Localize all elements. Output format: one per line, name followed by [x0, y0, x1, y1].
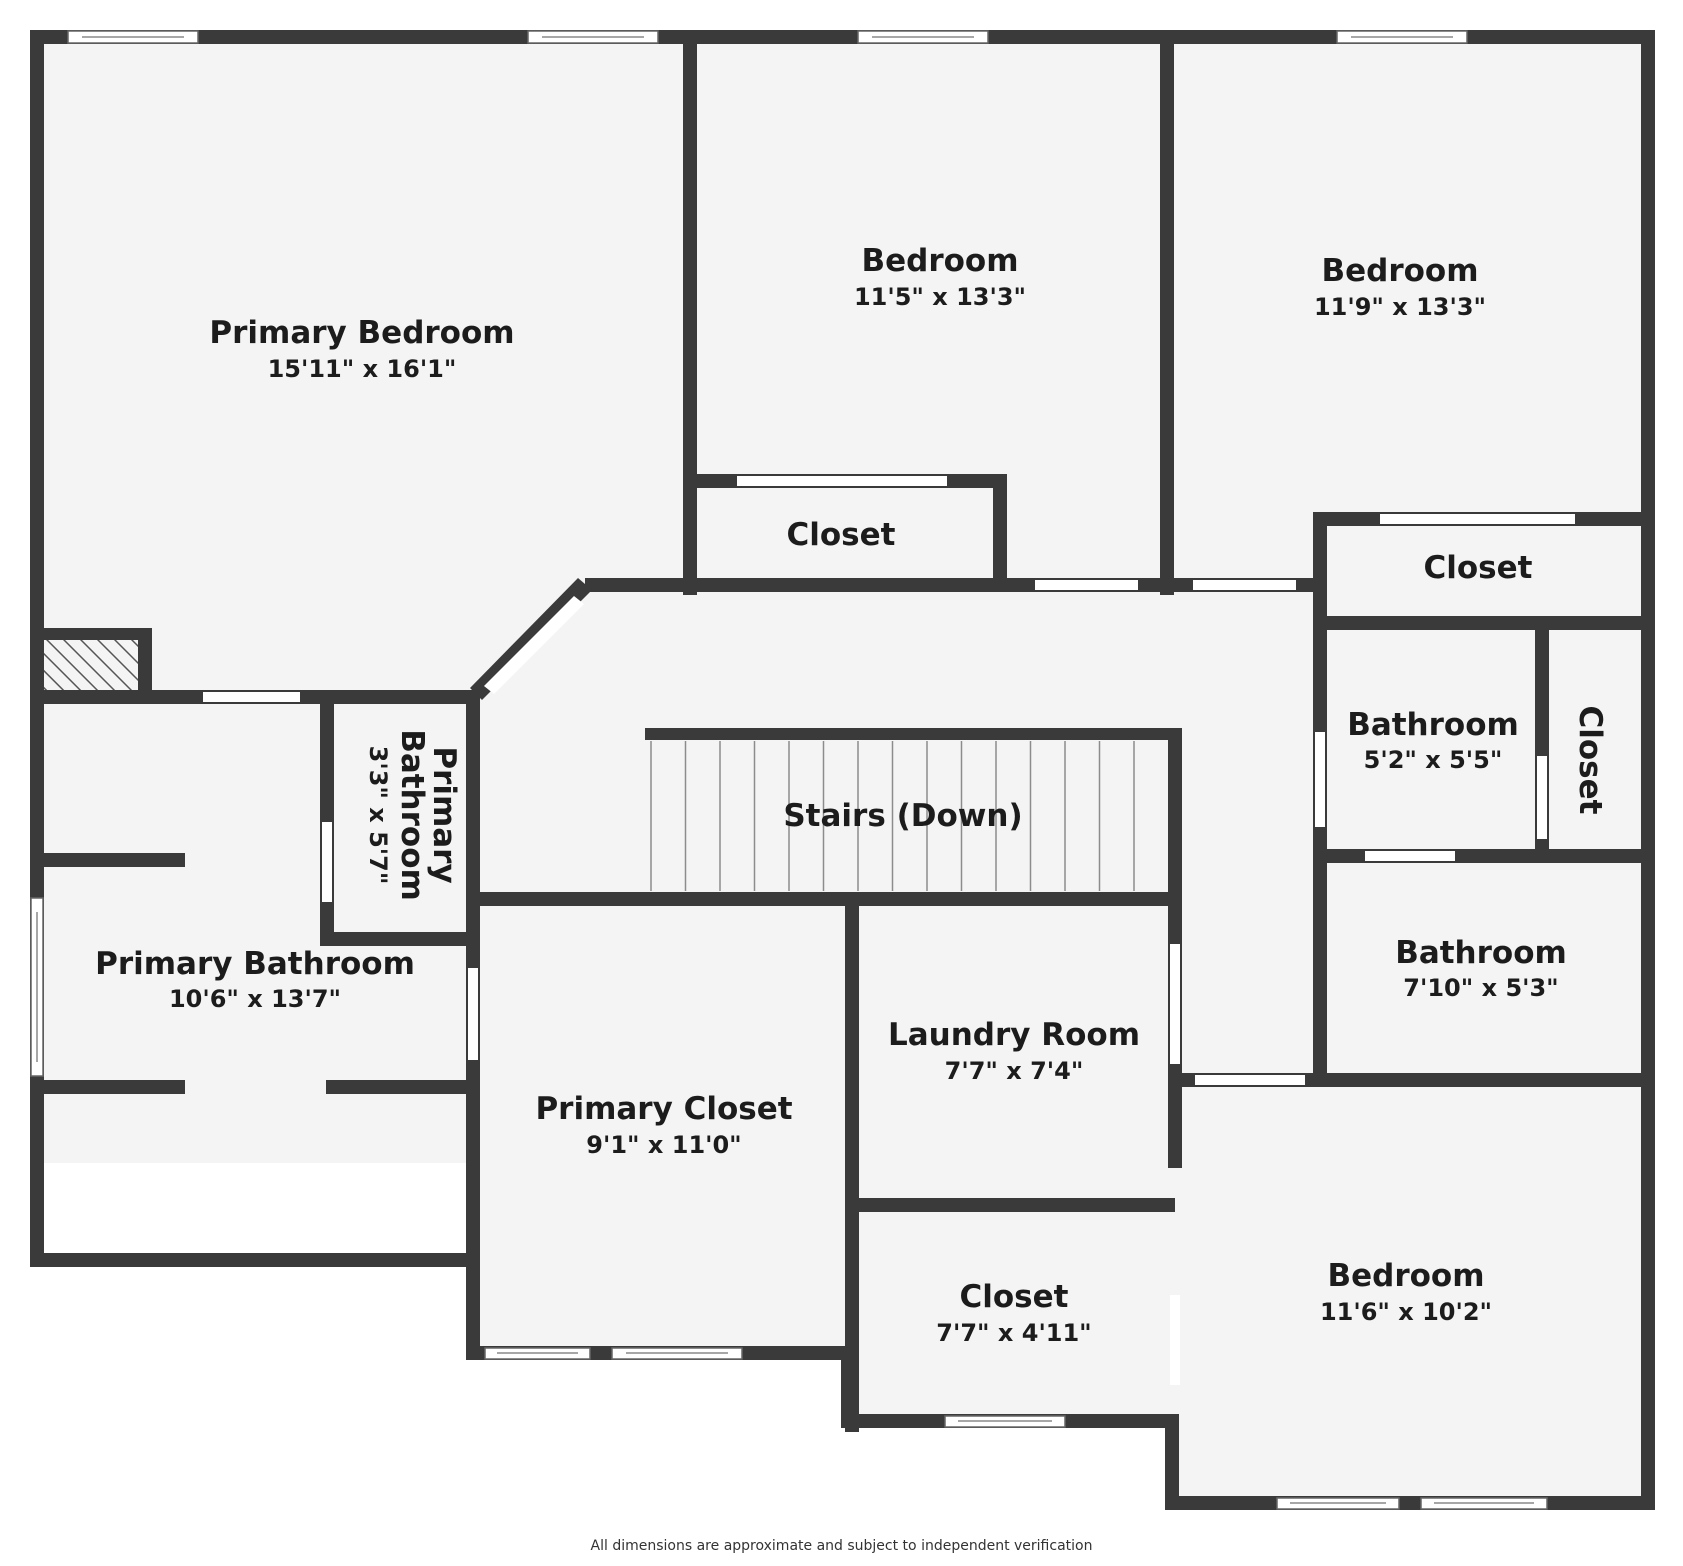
window — [1336, 30, 1468, 44]
primary-bathroom-small-label: Primary Bathroom 3'3" x 5'7" — [364, 729, 462, 901]
window — [1276, 1497, 1400, 1510]
window — [67, 30, 199, 44]
primary-bathroom-small-size: 3'3" x 5'7" — [364, 746, 392, 885]
primary-bathroom-small-name-1: Primary — [426, 746, 462, 883]
bedroom-1-size: 11'5" x 13'3" — [854, 283, 1026, 311]
primary-bathroom-name: Primary Bathroom — [95, 946, 415, 982]
bedroom-2-name: Bedroom — [1321, 253, 1478, 289]
stair-treads — [650, 741, 1135, 891]
openings — [203, 476, 1575, 1385]
stairs-name: Stairs (Down) — [783, 798, 1022, 834]
laundry-room-name: Laundry Room — [888, 1017, 1140, 1053]
bathroom-2-size: 7'10" x 5'3" — [1403, 974, 1558, 1002]
window — [857, 30, 989, 44]
bedroom-1-name: Bedroom — [861, 243, 1018, 279]
window — [527, 30, 659, 44]
chimney-block — [44, 637, 146, 693]
bedroom-3-size: 11'6" x 10'2" — [1320, 1298, 1492, 1326]
window — [944, 1415, 1066, 1428]
window — [30, 897, 44, 1077]
closet-1-name: Closet — [787, 517, 896, 553]
windows — [30, 30, 1548, 1510]
room-labels: Primary Bedroom 15'11" x 16'1" Bedroom 1… — [95, 243, 1608, 1347]
floor-plan: Primary Bedroom 15'11" x 16'1" Bedroom 1… — [30, 30, 1655, 1510]
closet-4-name: Closet — [960, 1279, 1069, 1315]
bathroom-1-size: 5'2" x 5'5" — [1364, 746, 1503, 774]
bathroom-2-name: Bathroom — [1395, 935, 1567, 971]
laundry-room-size: 7'7" x 7'4" — [945, 1057, 1084, 1085]
primary-bedroom-size: 15'11" x 16'1" — [268, 355, 457, 383]
primary-bedroom-name: Primary Bedroom — [209, 315, 514, 351]
bedroom-2-size: 11'9" x 13'3" — [1314, 293, 1486, 321]
primary-closet-size: 9'1" x 11'0" — [586, 1131, 741, 1159]
window — [1420, 1497, 1548, 1510]
closet-2-name: Closet — [1424, 550, 1533, 586]
primary-bathroom-size: 10'6" x 13'7" — [169, 985, 341, 1013]
window — [484, 1347, 591, 1360]
disclaimer-footnote: All dimensions are approximate and subje… — [590, 1538, 1093, 1554]
primary-closet-name: Primary Closet — [535, 1091, 792, 1127]
bedroom-3-name: Bedroom — [1327, 1258, 1484, 1294]
window — [611, 1347, 743, 1360]
closet-4-size: 7'7" x 4'11" — [936, 1319, 1091, 1347]
primary-bathroom-small-name-2: Bathroom — [394, 729, 430, 901]
closet-3-name: Closet — [1572, 706, 1608, 815]
bathroom-1-name: Bathroom — [1347, 707, 1519, 743]
